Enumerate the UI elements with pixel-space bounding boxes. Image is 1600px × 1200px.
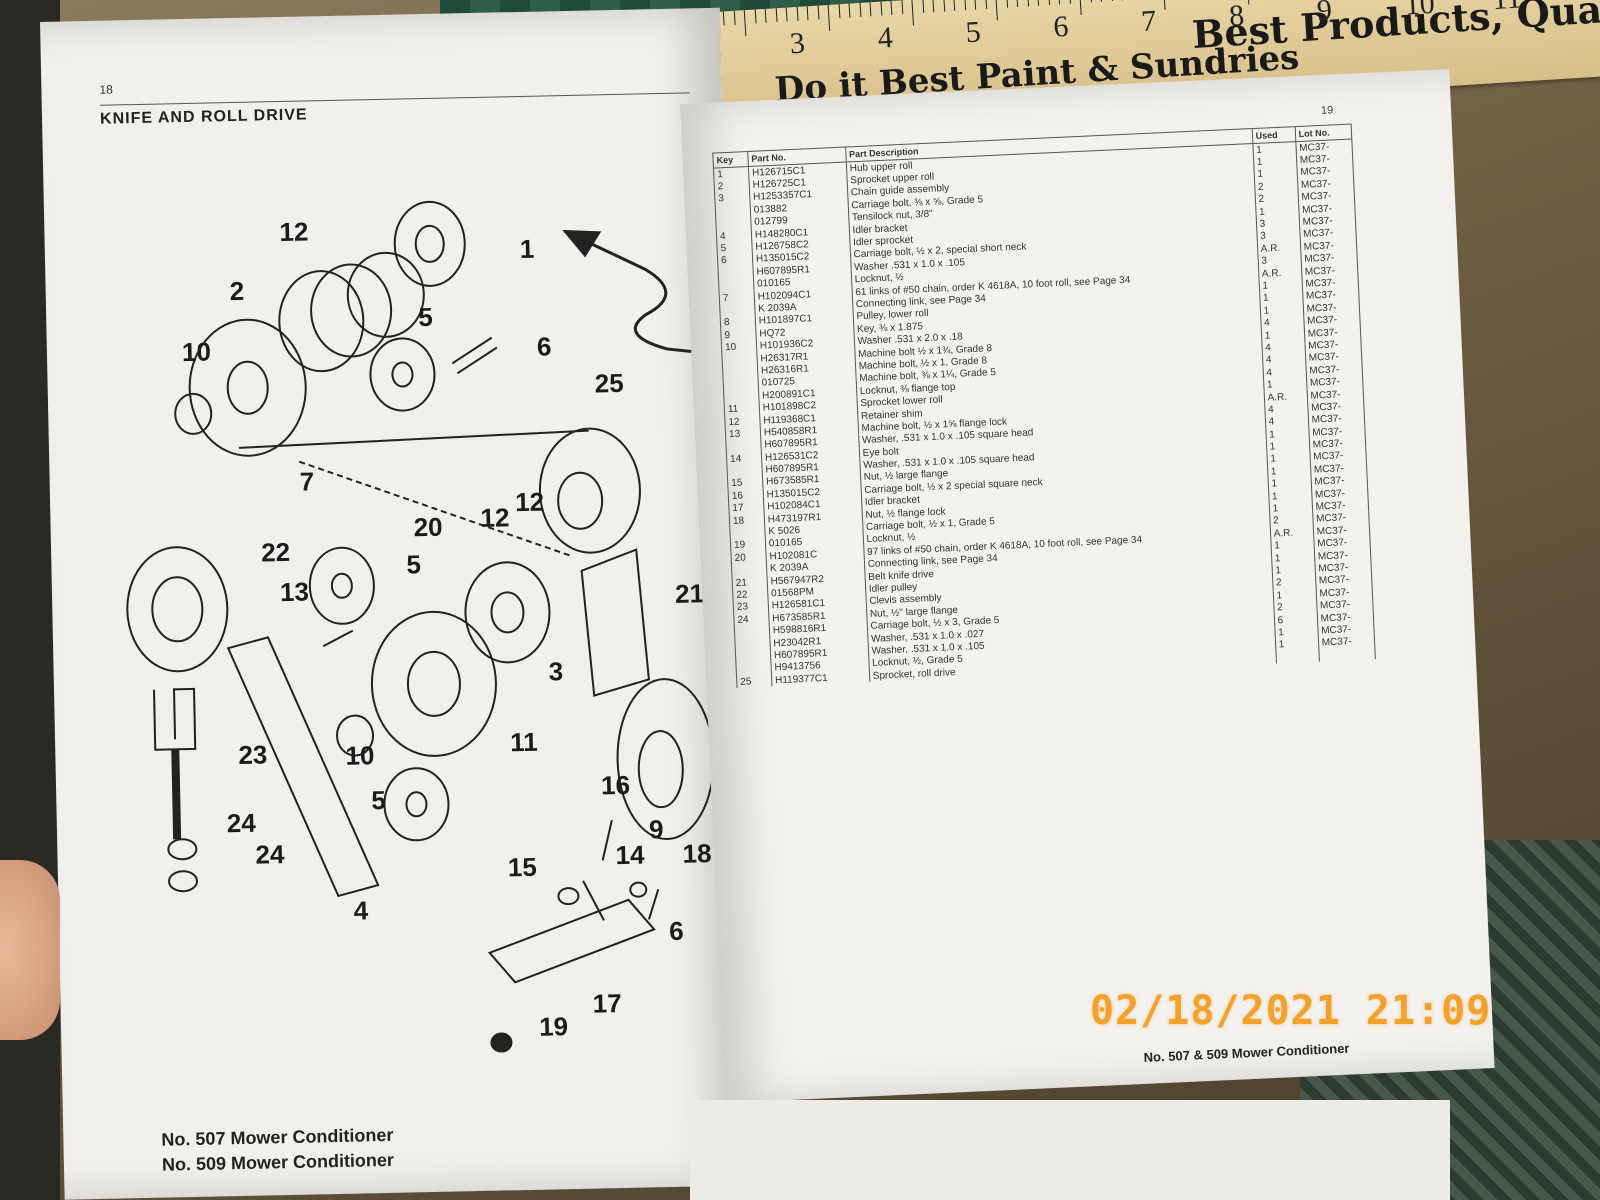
callout-10a: 10 <box>181 336 212 368</box>
callout-24a: 24 <box>226 807 257 839</box>
ruler-tick <box>764 8 767 23</box>
ruler-tick <box>1047 0 1050 6</box>
ruler-tick <box>963 0 966 11</box>
footer-line-2: No. 509 Mower Conditioner <box>161 1149 395 1175</box>
ruler-tick <box>984 0 987 10</box>
callout-19: 19 <box>538 1011 569 1042</box>
ruler-tick <box>754 9 757 24</box>
callout-25: 25 <box>594 367 624 399</box>
callout-2: 2 <box>229 275 245 307</box>
cell-lot <box>1318 647 1376 662</box>
callout-11: 11 <box>509 726 538 758</box>
ruler-tick <box>869 2 872 17</box>
callout-12a: 12 <box>279 216 309 248</box>
callout-16: 16 <box>600 769 631 801</box>
left-page: 18 KNIFE AND ROLL DRIVE <box>40 7 745 1200</box>
callout-6b: 6 <box>668 915 684 947</box>
header-key: Key <box>712 151 749 169</box>
right-page-lower <box>690 1100 1450 1200</box>
page-title: KNIFE AND ROLL DRIVE <box>99 106 308 128</box>
ruler-tick <box>827 4 831 31</box>
ruler-tick <box>1089 0 1092 3</box>
ruler-number: 7 <box>1140 4 1158 39</box>
callout-4: 4 <box>353 895 369 926</box>
ruler-number: 6 <box>1052 9 1070 44</box>
ruler-tick <box>1100 0 1102 2</box>
thumb <box>0 860 60 1040</box>
ruler-tick <box>900 0 903 15</box>
ruler-tick <box>879 1 882 16</box>
ruler-tick <box>1246 0 1250 5</box>
callout-22: 22 <box>260 536 291 568</box>
cell-key: 25 <box>736 674 772 689</box>
ruler-tick <box>953 0 956 12</box>
ruler-tick <box>942 0 945 12</box>
callout-7: 7 <box>299 466 315 497</box>
ruler-tick <box>1079 0 1082 16</box>
ruler-number: 9 <box>1315 0 1333 28</box>
ruler-tick <box>921 0 924 13</box>
callout-14: 14 <box>615 839 645 871</box>
callout-5a: 5 <box>417 301 434 333</box>
callout-13: 13 <box>279 576 310 608</box>
cell-used <box>1275 649 1320 664</box>
ruler-tick <box>859 2 861 17</box>
right-page-footer: No. 507 & 509 Mower Conditioner <box>1143 1040 1350 1065</box>
ruler-tick <box>817 5 819 20</box>
ruler-tick <box>995 0 998 21</box>
exploded-parts-diagram <box>126 200 715 1053</box>
parts-table: Key Part No. Part Description Used Lot N… <box>712 124 1376 689</box>
ruler-tick <box>890 0 893 15</box>
ruler-tick <box>1068 0 1071 4</box>
callout-12c: 12 <box>514 486 545 518</box>
callout-24b: 24 <box>255 839 285 870</box>
right-page: 19 Key Part No. Part Description Used Lo… <box>680 69 1495 1103</box>
ruler-number: 5 <box>964 15 982 50</box>
ruler-tick <box>974 0 977 10</box>
callout-18: 18 <box>682 838 712 869</box>
callout-3: 3 <box>548 656 564 687</box>
ruler-tick <box>806 6 809 21</box>
callout-12b: 12 <box>480 502 510 533</box>
ruler-text-2: Best Products, Quality & Va <box>1190 0 1600 58</box>
callout-17: 17 <box>592 988 622 1019</box>
ruler-tick <box>1037 0 1040 6</box>
ruler-tick <box>785 7 788 22</box>
page-number-left: 18 <box>99 82 113 97</box>
ruler-number: 4 <box>876 20 894 55</box>
ruler-tick <box>775 8 778 23</box>
callout-9: 9 <box>648 814 664 845</box>
ruler-number: 8 <box>1228 0 1246 33</box>
ruler-tick <box>722 11 725 26</box>
ruler-tick <box>1005 0 1008 8</box>
callout-5c: 5 <box>371 784 387 816</box>
ruler-tick <box>838 4 840 19</box>
ruler-tick <box>932 0 935 13</box>
ruler-tick <box>1016 0 1019 8</box>
ruler-tick <box>743 10 747 37</box>
ruler-tick <box>911 0 915 26</box>
ruler-number: 11 <box>1492 0 1523 17</box>
ruler-tick <box>1110 0 1113 2</box>
callout-10b: 10 <box>345 740 375 771</box>
ruler-tick <box>1026 0 1029 7</box>
callout-21: 21 <box>674 578 705 609</box>
ruler-number: 3 <box>788 26 806 61</box>
ruler-number: 10 <box>1403 0 1436 22</box>
callout-6a: 6 <box>536 331 552 362</box>
ruler-tick <box>1058 0 1061 5</box>
page-number-right: 19 <box>1320 104 1334 117</box>
callout-5b: 5 <box>406 549 422 580</box>
ruler-tick <box>796 6 799 21</box>
ruler-tick <box>848 3 851 18</box>
ruler-tick <box>733 10 736 25</box>
ruler-tick <box>1162 0 1166 10</box>
callout-15: 15 <box>507 851 538 883</box>
header-rule <box>99 92 690 106</box>
callout-1: 1 <box>519 233 535 264</box>
callout-23: 23 <box>238 739 268 771</box>
callout-20: 20 <box>413 511 443 543</box>
date-timestamp: 02/18/2021 21:09 <box>1090 988 1492 1034</box>
footer-line-1: No. 507 Mower Conditioner <box>161 1124 394 1150</box>
